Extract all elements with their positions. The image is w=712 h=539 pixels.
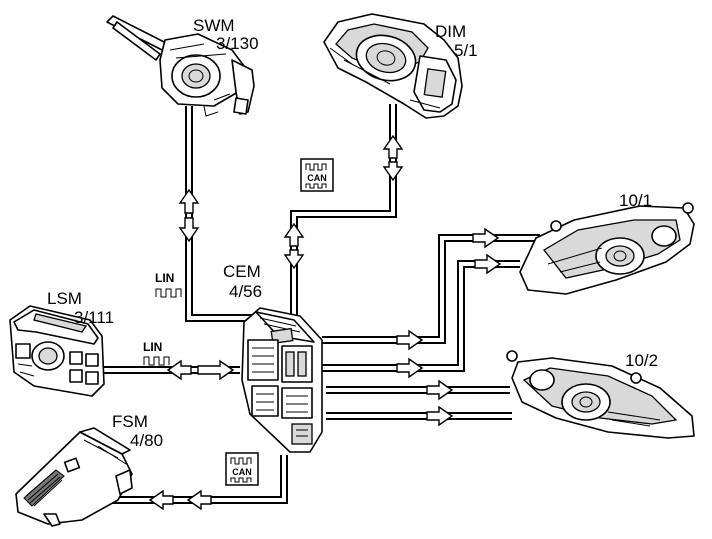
wire-swm-cem: [185, 106, 252, 322]
lin-label: LIN: [143, 340, 162, 354]
arrow-right: [426, 405, 454, 427]
arrow-down: [283, 249, 305, 270]
arrow-up: [382, 134, 404, 159]
cem-name: CEM: [223, 262, 261, 281]
wires: [104, 104, 540, 504]
arrow-right: [426, 379, 454, 401]
arrow-down: [178, 217, 200, 243]
arrow-up: [178, 188, 200, 214]
swm-code: 3/130: [216, 34, 259, 53]
signal-arrows: [148, 134, 502, 511]
arrow-up: [283, 222, 305, 247]
wire-cem-headlamp-left-2: [322, 260, 520, 372]
lin-label-swm: LIN: [155, 271, 182, 298]
swm-name: SWM: [193, 16, 235, 35]
swm-module: [106, 15, 255, 117]
lin-label-lsm: LIN: [143, 340, 170, 366]
fsm-module: [15, 427, 133, 527]
arrow-right: [396, 329, 424, 351]
dim-module: [323, 13, 463, 119]
arrow-left: [166, 359, 192, 381]
lsm-module: [9, 305, 105, 397]
can-label: CAN: [232, 467, 252, 477]
headlamp-right-code: 10/2: [625, 351, 658, 370]
arrow-right: [474, 253, 502, 275]
can-badge-fsm: CAN: [225, 452, 259, 486]
arrow-right: [472, 227, 500, 249]
arrow-right: [396, 357, 424, 379]
dim-code: 5/1: [454, 41, 478, 60]
arrow-left: [186, 489, 212, 511]
labels: SWM 3/130 DIM 5/1 CEM 4/56 LSM 3/111 FSM…: [47, 16, 658, 450]
fsm-name: FSM: [112, 412, 148, 431]
lsm-name: LSM: [47, 289, 82, 308]
headlamp-10-1: [519, 202, 695, 295]
headlamp-left-code: 10/1: [619, 191, 652, 210]
dim-name: DIM: [435, 22, 466, 41]
cem-module: [241, 307, 323, 453]
lsm-code: 3/111: [74, 308, 114, 327]
can-badge-dim: CAN: [300, 158, 334, 192]
arrow-left: [148, 489, 174, 511]
wire-cem-headlamp-left-1: [322, 234, 540, 344]
headlamp-10-2: [506, 350, 695, 439]
wire-dim-cem: [290, 104, 397, 315]
arrow-right: [197, 359, 235, 381]
lin-label: LIN: [155, 271, 174, 285]
can-label: CAN: [307, 173, 327, 183]
cem-code: 4/56: [229, 282, 262, 301]
fsm-code: 4/80: [130, 431, 163, 450]
arrow-down: [382, 161, 404, 182]
